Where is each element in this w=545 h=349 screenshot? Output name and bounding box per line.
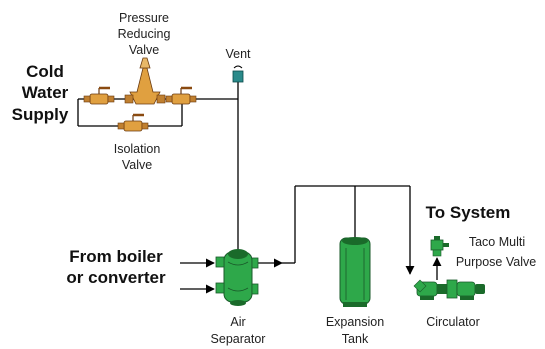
taco-multi-purpose-valve-icon [430,236,449,257]
svg-text:Reducing: Reducing [118,27,171,41]
outlet-valve [165,86,197,105]
pressure-reducing-valve-icon [124,57,166,105]
air-separator-icon [215,249,259,306]
svg-text:or converter: or converter [66,268,166,287]
svg-text:Air: Air [230,315,245,329]
svg-text:Expansion: Expansion [326,315,384,329]
svg-text:Supply: Supply [12,105,69,124]
to-system-label: To System [426,203,511,222]
isolation-valve-label: Isolation Valve [114,142,161,172]
svg-text:Isolation: Isolation [114,142,161,156]
svg-text:Valve: Valve [129,43,159,57]
inlet-valve [83,86,115,105]
svg-text:Water: Water [22,83,69,102]
vent-icon [232,65,244,83]
svg-text:Taco Multi: Taco Multi [469,235,525,249]
expansion-tank-label: Expansion Tank [326,315,384,346]
svg-text:Separator: Separator [211,332,266,346]
svg-text:From boiler: From boiler [69,247,163,266]
from-boiler-label: From boiler or converter [66,247,166,287]
svg-text:Purpose Valve: Purpose Valve [456,255,536,269]
cold-water-supply-label: Cold Water Supply [12,62,69,124]
circulator-label: Circulator [426,315,480,329]
svg-text:Valve: Valve [122,158,152,172]
air-separator-label: Air Separator [211,315,266,346]
expansion-tank-icon [339,237,371,307]
circulator-icon [413,279,485,300]
svg-text:Cold: Cold [26,62,64,81]
isolation-valve-icon [117,113,149,132]
pressure-reducing-valve-label: Pressure Reducing Valve [118,11,171,57]
svg-text:Pressure: Pressure [119,11,169,25]
vent-label: Vent [225,47,251,61]
taco-valve-label: Taco Multi Purpose Valve [456,235,536,269]
svg-text:Tank: Tank [342,332,369,346]
